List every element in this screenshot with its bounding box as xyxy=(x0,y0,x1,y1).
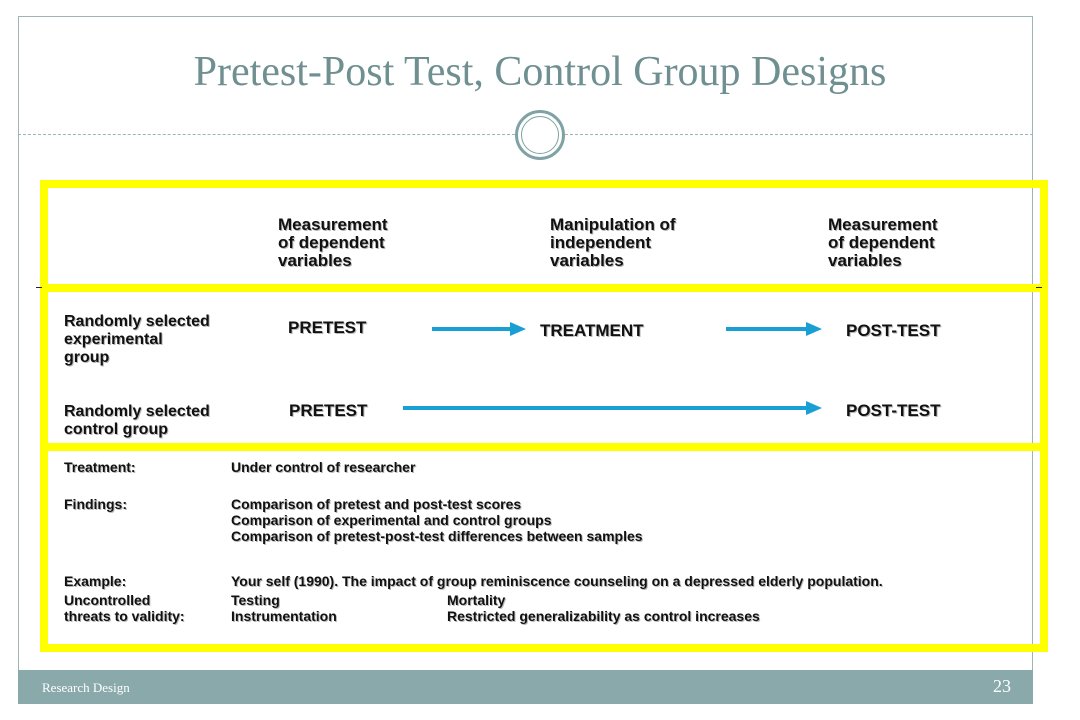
treatment-text: Under control of researcher xyxy=(231,459,416,475)
title-rule-right xyxy=(565,134,1033,135)
threat-item: Testing xyxy=(231,592,280,608)
page-number: 23 xyxy=(993,676,1011,696)
findings-list: Comparison of pretest and post-test scor… xyxy=(231,496,643,544)
divider-tick-right xyxy=(1036,287,1042,288)
arrowhead-control-pretest-to-posttest xyxy=(806,401,822,415)
footer-bar: Research Design 23 xyxy=(18,670,1033,704)
threat-item: Instrumentation xyxy=(231,608,337,624)
footer-title: Research Design xyxy=(42,680,130,695)
arrowhead-treatment-to-posttest xyxy=(806,322,822,336)
finding-item: Comparison of pretest-post-test differen… xyxy=(231,528,643,544)
control-pretest: PRETEST xyxy=(289,401,368,420)
threats-column-1: Testing Instrumentation xyxy=(231,592,337,624)
finding-item: Comparison of experimental and control g… xyxy=(231,512,552,528)
header-divider xyxy=(40,284,1048,292)
ring-ornament-icon xyxy=(515,110,565,160)
experimental-pretest: PRETEST xyxy=(288,318,367,337)
finding-item: Comparison of pretest and post-test scor… xyxy=(231,496,522,512)
experimental-treatment: TREATMENT xyxy=(540,321,644,340)
arrowhead-pretest-to-treatment xyxy=(510,322,526,336)
threats-column-2: Mortality Restricted generalizability as… xyxy=(447,592,760,624)
threat-item: Mortality xyxy=(447,592,506,608)
arrow-group xyxy=(403,322,822,415)
title-rule-left xyxy=(18,134,515,135)
control-posttest: POST-TEST xyxy=(846,401,941,420)
notes-divider xyxy=(40,443,1048,451)
slide-title: Pretest-Post Test, Control Group Designs xyxy=(193,49,887,95)
example-label: Example: xyxy=(64,573,127,589)
findings-label: Findings: xyxy=(64,496,127,512)
example-text: Your self (1990). The impact of group re… xyxy=(231,573,883,589)
design-box xyxy=(40,180,1048,652)
experimental-posttest: POST-TEST xyxy=(846,321,941,340)
treatment-label: Treatment: xyxy=(64,459,136,475)
divider-tick-left xyxy=(36,287,42,288)
threat-item: Restricted generalizability as control i… xyxy=(447,608,760,624)
